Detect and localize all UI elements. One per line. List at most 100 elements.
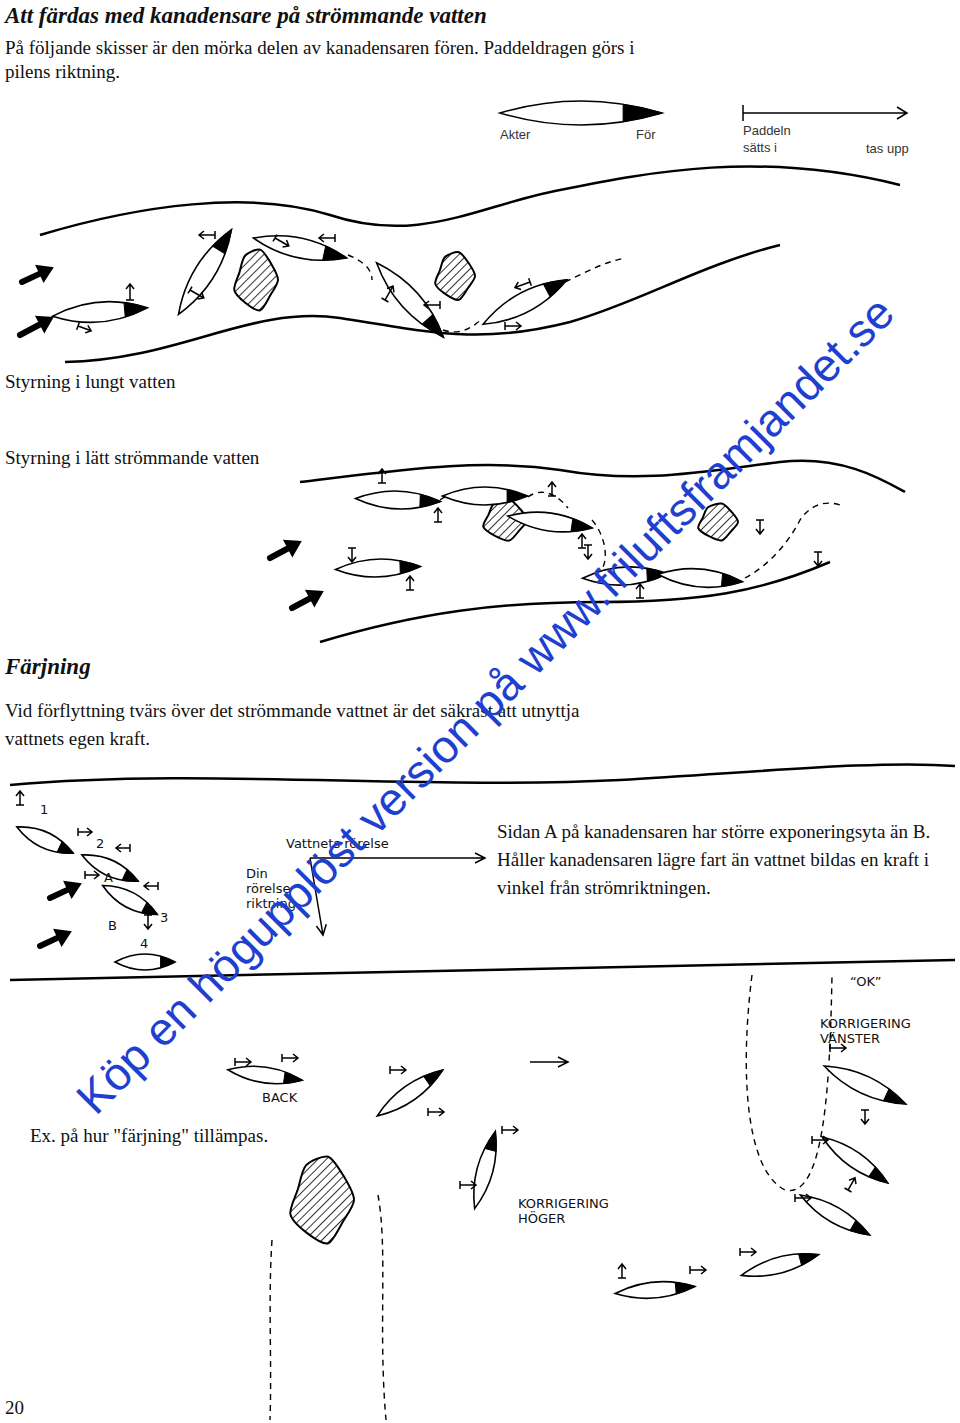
canoe-hull [355, 490, 441, 511]
paddle-stroke [861, 1110, 869, 1124]
legend-label: Akter [500, 126, 530, 143]
current-arrow [15, 308, 58, 344]
paddle-stroke [348, 548, 356, 562]
paddle-stroke [382, 284, 397, 302]
canoe-hull [373, 1064, 448, 1123]
canoe-bow [869, 1167, 891, 1188]
canoe-bow [213, 226, 238, 254]
paddle-stroke [85, 871, 99, 879]
canoe-bow [543, 273, 570, 297]
rock [435, 252, 475, 300]
canoe [467, 1129, 503, 1210]
river-bank [40, 166, 900, 235]
canoe-hull [478, 271, 571, 333]
paddle-stroke [424, 301, 440, 309]
canoe [52, 298, 148, 326]
callout-number: 2 [96, 836, 104, 851]
canoe-bow [161, 956, 175, 968]
canoe [227, 1062, 303, 1088]
paddle-stroke [406, 576, 414, 590]
side-label: B [108, 918, 117, 933]
canoe-bow [422, 314, 449, 342]
callout-number: 1 [40, 802, 48, 817]
paddle-stroke [618, 1264, 626, 1278]
paddle-stroke [428, 1108, 444, 1116]
canoe-bow [883, 1089, 908, 1110]
paddle-stroke [584, 545, 592, 559]
rock [290, 1156, 354, 1243]
paddle-stroke [845, 1176, 859, 1192]
callout-number: 3 [160, 910, 168, 925]
paddle-stroke [126, 284, 134, 300]
canoe-hull [500, 101, 662, 125]
paddle-stroke [514, 278, 532, 291]
route-line [348, 255, 372, 280]
legend-label: För [636, 126, 656, 143]
canoe [115, 954, 175, 970]
paddle-stroke [378, 469, 386, 483]
current-arrow [36, 922, 76, 955]
paddle-stroke [273, 235, 291, 250]
section-label: Styrning i lungt vatten [5, 370, 175, 394]
river-bank [10, 764, 955, 785]
canoe-bow [323, 246, 348, 265]
canoe [443, 487, 528, 505]
canoe-hull [369, 256, 451, 344]
canoe-hull [251, 228, 348, 267]
route-line [565, 258, 625, 282]
canoe [355, 490, 441, 511]
page-title: Att färdas med kanadensare på strömmande… [5, 2, 487, 30]
paddle-stroke [740, 1248, 756, 1256]
current-arrow [46, 874, 86, 907]
canoe-hull [657, 565, 743, 590]
route-line [443, 318, 483, 332]
legend-label: Paddeln sätts i [743, 122, 815, 156]
river-bank [65, 245, 780, 362]
canoe-bow [571, 519, 593, 535]
canoe [478, 271, 571, 333]
river-bank [300, 461, 905, 492]
canoe-hull [227, 1062, 303, 1088]
current-arrow [265, 532, 306, 567]
canoe-hull [335, 558, 421, 579]
paddle-stroke [460, 1181, 476, 1189]
paddle-stroke [390, 1066, 406, 1074]
current-arrow [287, 582, 328, 617]
canoe-bow [507, 489, 527, 502]
manoeuvre-label: KORRIGERING VÄNSTER [820, 1016, 930, 1046]
paddle-stroke [578, 534, 586, 548]
manoeuvre-label: KORRIGERING HÖGER [518, 1196, 628, 1226]
paddle-stroke [188, 287, 206, 302]
canoe-bow [850, 1220, 872, 1240]
canoe-hull [170, 224, 240, 319]
section-heading: Färjning [5, 653, 91, 681]
canoe-bow [623, 104, 662, 122]
canoe [500, 101, 662, 125]
canoe-hull [115, 954, 175, 970]
current-arrow [530, 1057, 568, 1067]
paddle-stroke [144, 882, 158, 890]
paddle-stroke [144, 915, 152, 929]
canoe-hull [739, 1247, 820, 1283]
canoe [79, 848, 142, 889]
canoe-hull [79, 848, 142, 889]
canoe-bow [57, 842, 75, 859]
side-label: A [104, 870, 113, 885]
paddle-stroke [690, 1266, 706, 1274]
canoe-bow [799, 1249, 821, 1265]
example-caption: Ex. på hur "färjning" tillämpas. [30, 1124, 268, 1148]
paddle-stroke [548, 482, 556, 496]
manoeuvre-label: “OK” [850, 974, 881, 989]
canoe [373, 1064, 448, 1123]
canoe [507, 507, 594, 537]
canoe-bow [124, 301, 148, 318]
paddle-stroke [502, 1126, 518, 1134]
canoe-hull [443, 487, 528, 505]
route-line [745, 503, 840, 578]
canoe-hull [507, 507, 594, 537]
eddy-line [746, 975, 832, 1191]
canoe-hull [614, 1279, 695, 1302]
paddle-stroke-key [743, 105, 907, 121]
canoe [369, 256, 451, 344]
paddle-stroke [434, 508, 442, 522]
